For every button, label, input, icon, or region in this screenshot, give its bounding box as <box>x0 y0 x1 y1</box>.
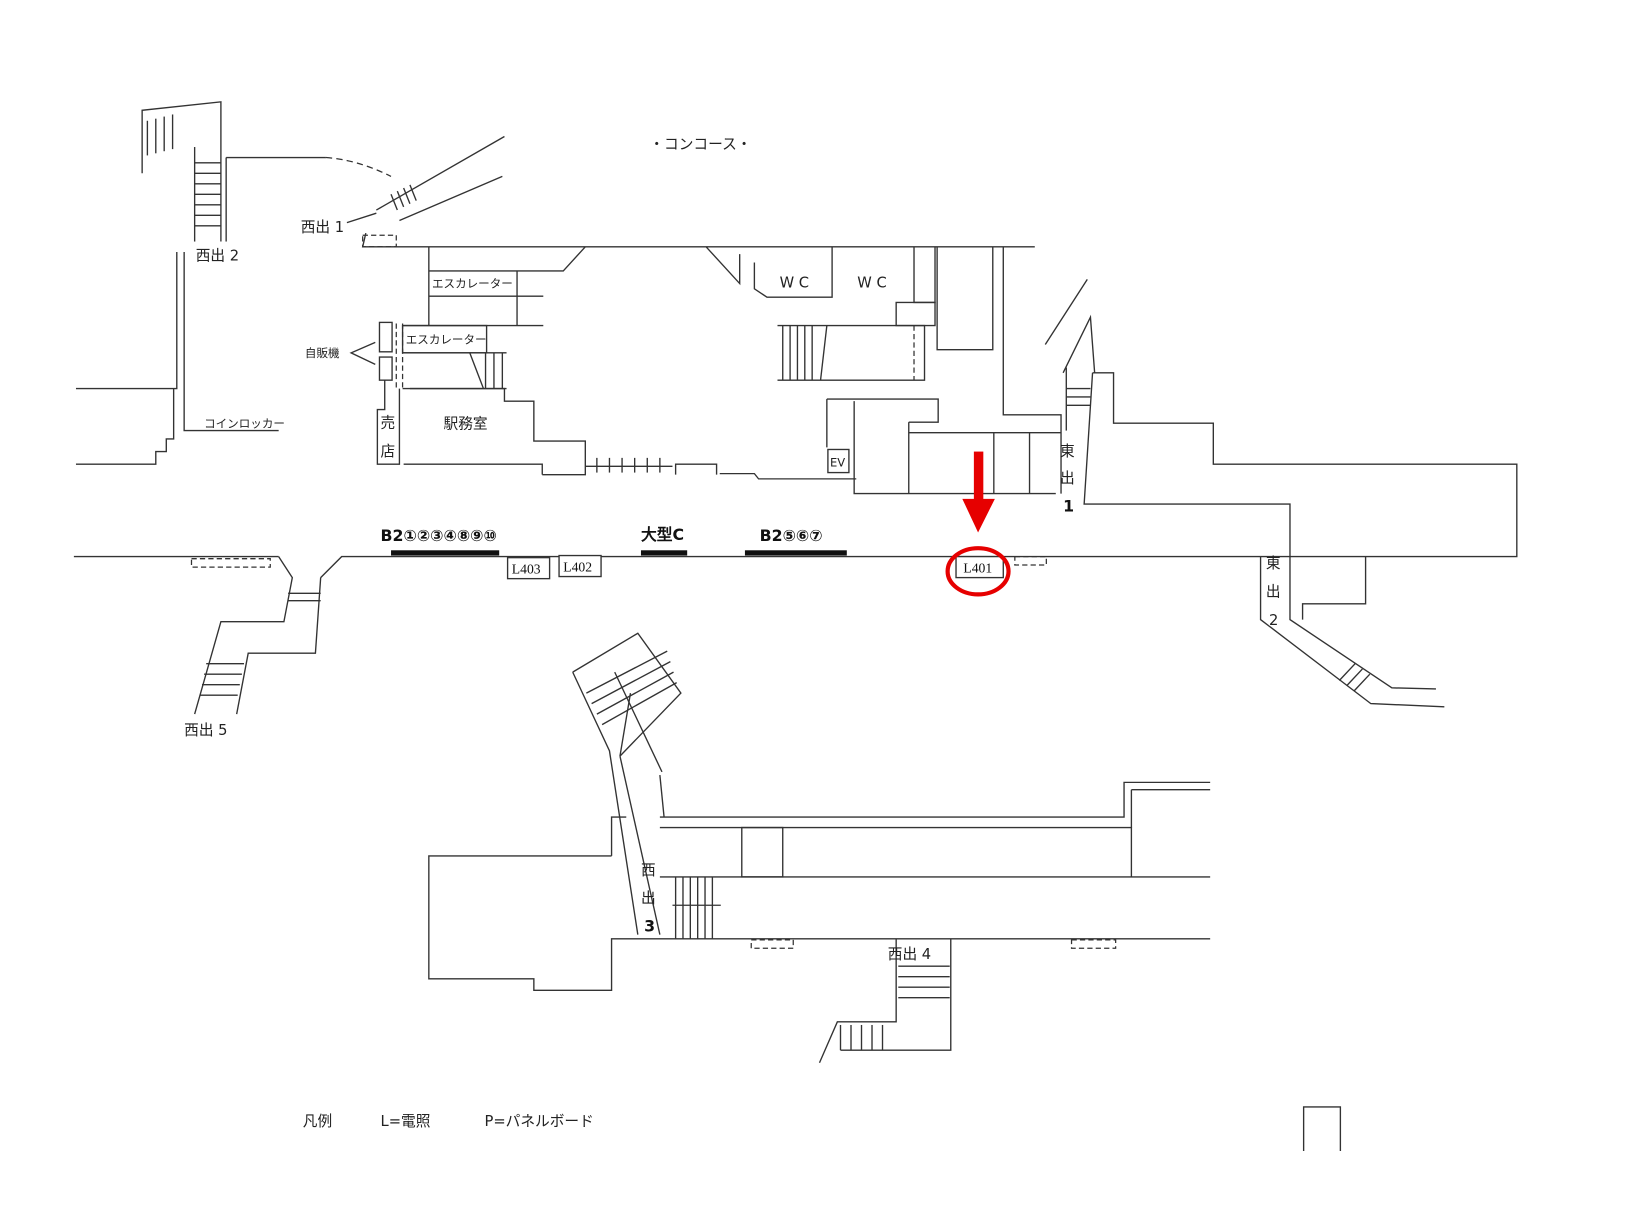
west3-label-1: 西 <box>641 862 656 879</box>
exit-west4-label: 西出 4 <box>888 946 931 963</box>
concourse-south-wall <box>73 555 1261 715</box>
stairs-west2 <box>146 114 221 227</box>
escalator-label-2: エスカレーター <box>406 332 487 346</box>
west-upper-walls <box>75 101 1035 465</box>
east2-label-1: 東 <box>1266 555 1281 572</box>
sign-bar-b2-left <box>391 550 500 556</box>
shop-label-1: 売 <box>381 414 396 431</box>
exit-west1-label: 西出 1 <box>301 219 344 236</box>
east-walls <box>1014 278 1518 708</box>
legend-box <box>1302 1106 1342 1151</box>
light-L403[interactable]: L403 <box>512 561 541 576</box>
sign-b2-right: B2⑤⑥⑦ <box>760 526 823 545</box>
legend-label: 凡例 <box>303 1113 332 1130</box>
coin-locker-label: コインロッカー <box>204 416 285 430</box>
escalator-label-1: エスカレーター <box>432 277 513 291</box>
sign-bar-b2-right <box>744 550 847 556</box>
legend-panel: P=パネルボード <box>484 1113 593 1130</box>
east2-label-3: 2 <box>1269 612 1278 629</box>
shop-label-2: 店 <box>381 443 396 460</box>
exit-west5-label: 西出 5 <box>184 722 227 739</box>
east1-label-1: 東 <box>1060 443 1075 460</box>
west3-label-3: 3 <box>644 917 655 936</box>
legend-light: L=電照 <box>381 1113 431 1130</box>
exit-west2-label: 西出 2 <box>196 247 239 264</box>
wc-label-1: W C <box>780 275 809 292</box>
sign-b2-left: B2①②③④⑧⑨⑩ <box>381 526 497 545</box>
elevator-label: EV <box>830 455 845 469</box>
highlight-circle <box>945 546 1011 597</box>
west3-label-2: 出 <box>641 890 656 907</box>
sign-large-c: 大型C <box>641 525 684 544</box>
east1-label-2: 出 <box>1060 470 1075 487</box>
down-arrow-icon <box>962 498 995 533</box>
wc-label-2: W C <box>857 275 886 292</box>
arrow-shaft <box>973 451 984 502</box>
light-L402[interactable]: L402 <box>563 559 592 574</box>
east1-label-3: 1 <box>1063 496 1074 515</box>
east2-label-2: 出 <box>1266 583 1281 600</box>
station-office-label: 駅務室 <box>444 415 488 432</box>
south-walls <box>428 632 1211 1064</box>
map-title: ・コンコース・ <box>649 136 751 153</box>
west1-arrow <box>346 212 377 224</box>
vending-label: 自販機 <box>305 346 340 360</box>
sign-bar-large-c <box>640 550 688 556</box>
stairs-west1 <box>390 184 417 211</box>
light-L401[interactable]: L401 <box>963 560 992 575</box>
vending-arrows <box>349 341 376 366</box>
central-walls <box>376 246 1062 495</box>
highlight-marker <box>945 451 1011 597</box>
